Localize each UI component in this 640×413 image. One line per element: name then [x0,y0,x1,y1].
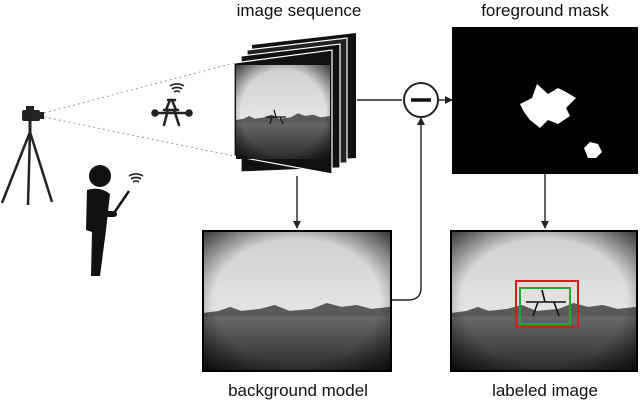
detection-box-inner [519,287,571,325]
labeled-image [450,230,638,372]
drone-icon [151,98,193,127]
wireless-signal-icon [169,83,185,93]
drone-in-frame [266,109,286,125]
subtract-operator-icon [403,82,439,118]
image-sequence-front-frame [233,49,333,175]
background-model-label: background model [228,381,368,400]
foreground-mask-image [452,27,638,174]
labeled-image-label: labeled image [492,381,598,400]
arrow-background-to-subtract [392,117,425,301]
foreground-mask-label: foreground mask [481,1,609,20]
image-sequence-stack [233,33,356,175]
drone-in-frame [526,289,566,317]
detection-box-outer [515,280,579,328]
background-model-image [202,230,392,372]
camera-on-tripod-icon [0,106,54,206]
camera-view-lines [43,61,239,157]
wireless-signal-icon [128,173,144,183]
person-with-remote-icon [86,165,131,276]
image-sequence-label: image sequence [236,1,362,20]
